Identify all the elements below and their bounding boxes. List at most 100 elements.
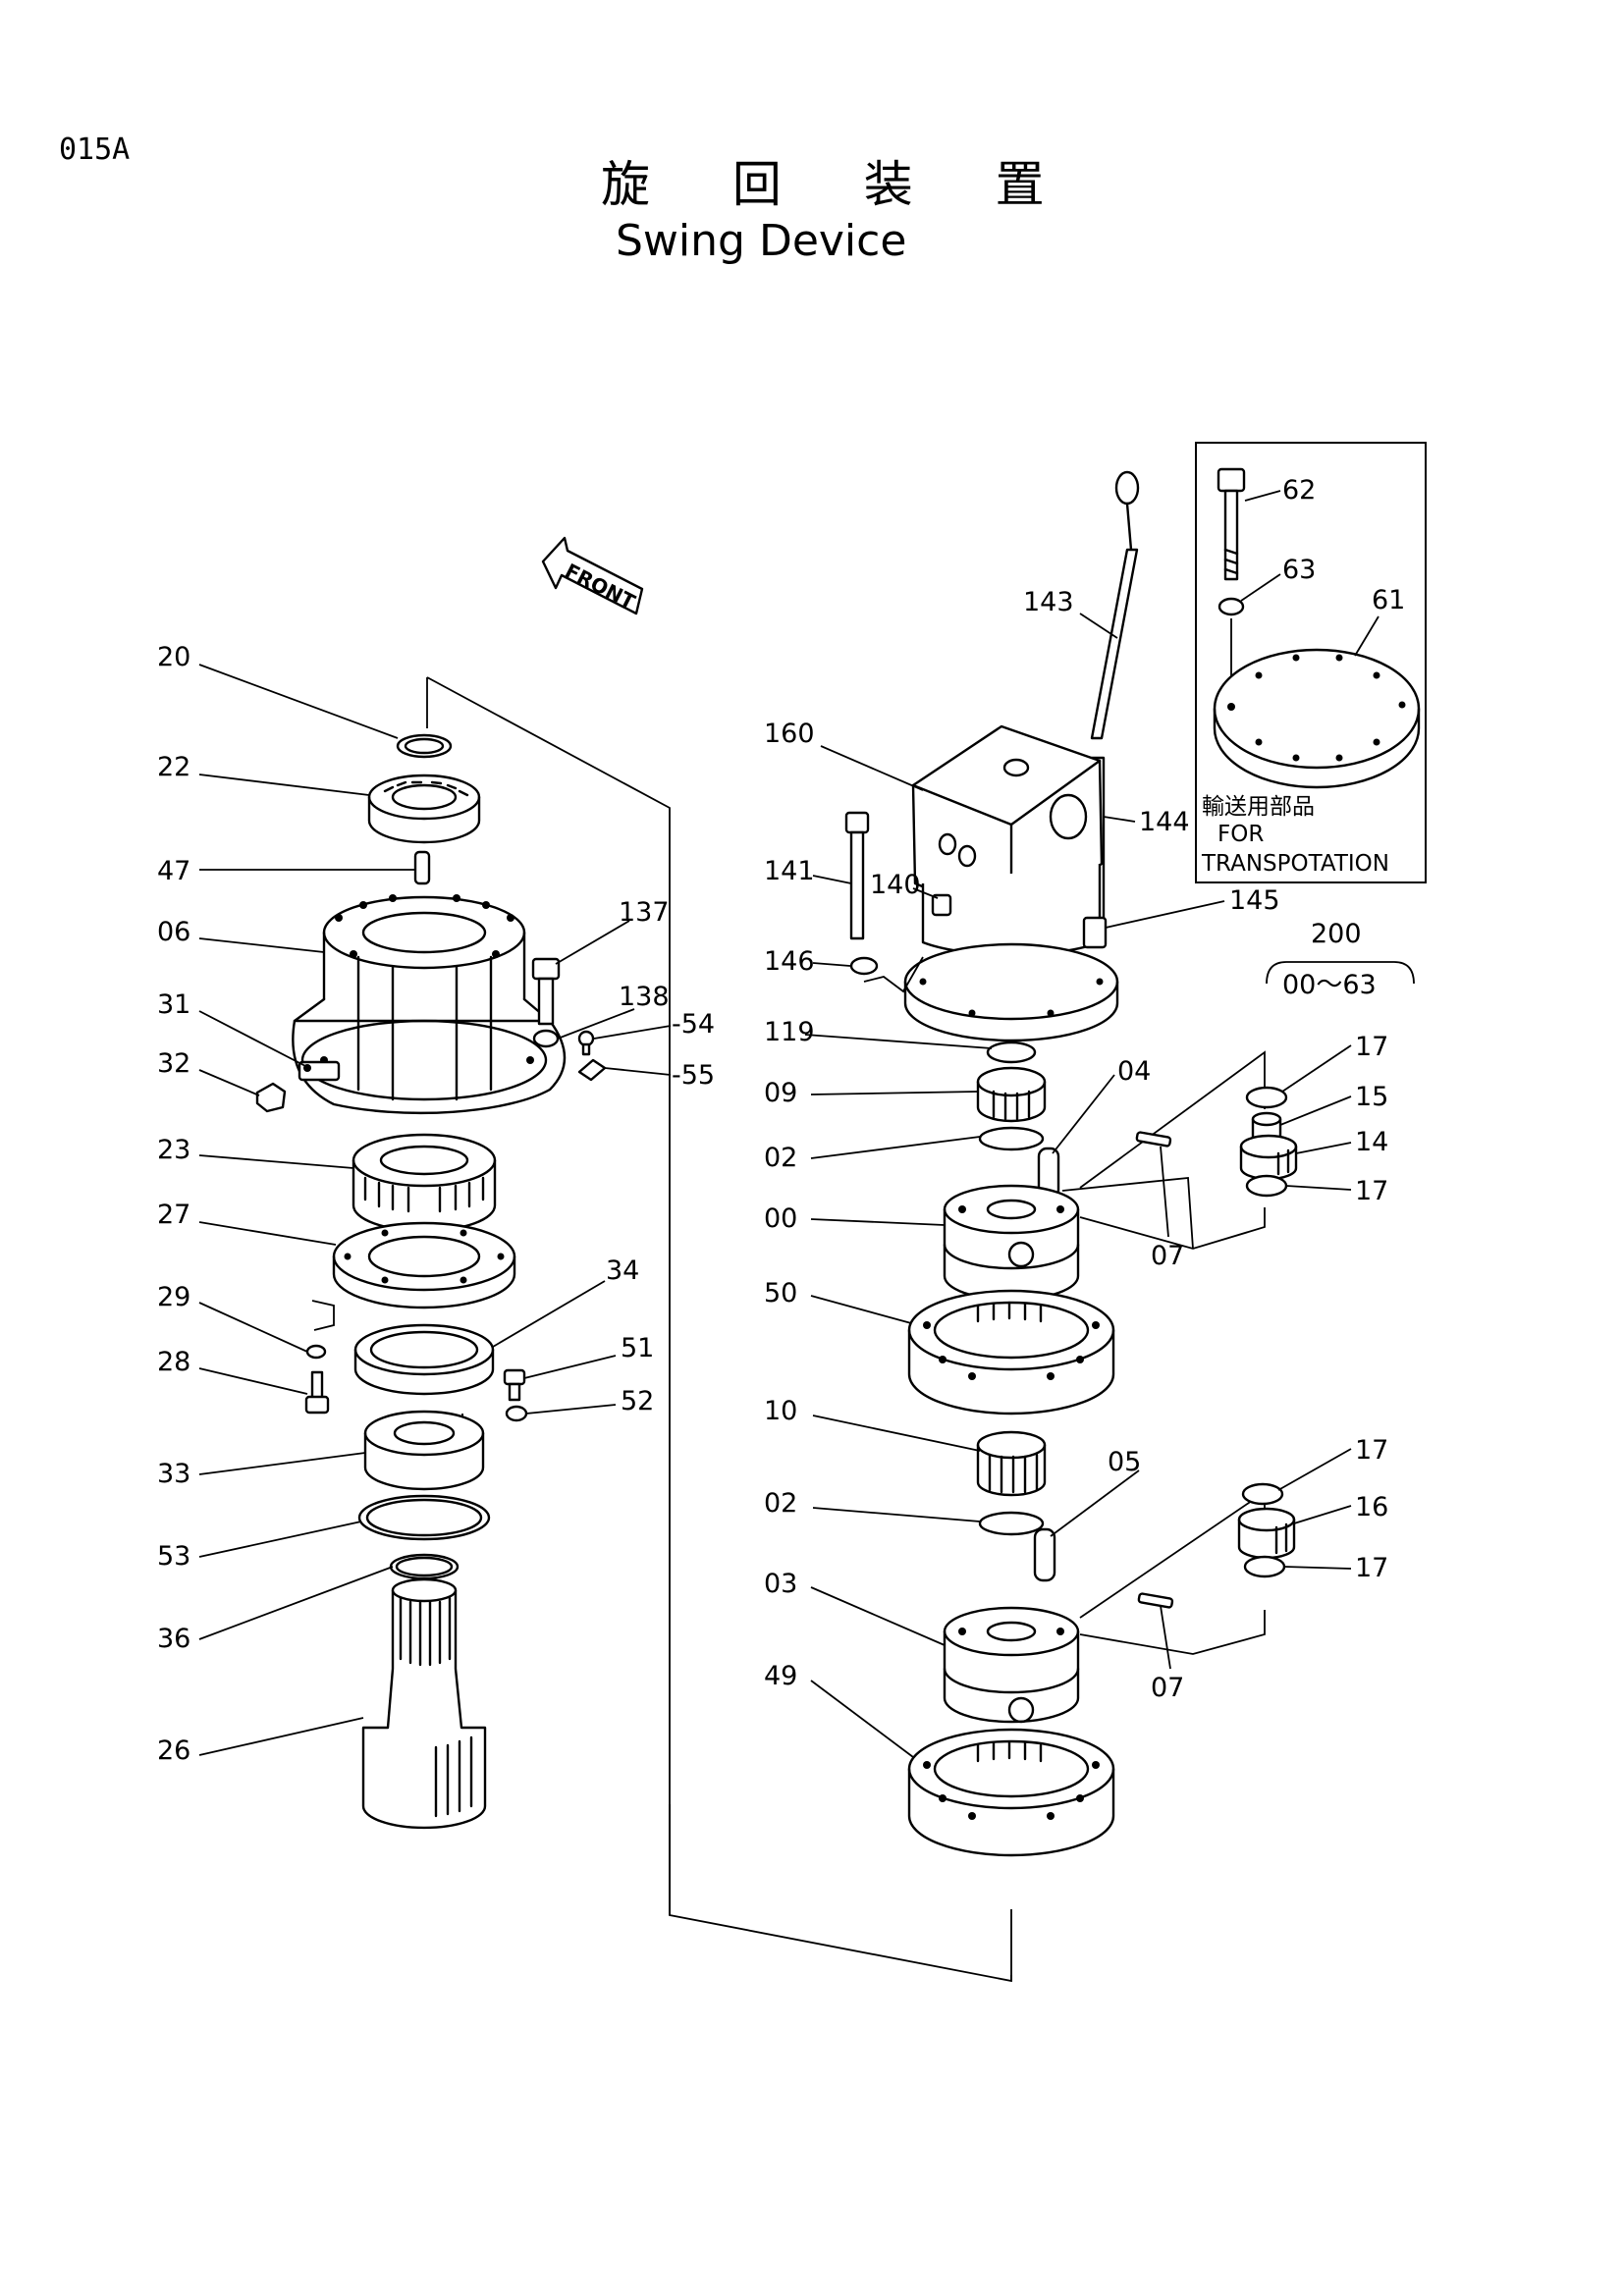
- thrust-plate-02-upper: [978, 1126, 1045, 1151]
- bearing-22: [367, 774, 481, 844]
- page-code: 015A: [59, 133, 130, 167]
- part-label: 36: [157, 1624, 190, 1654]
- inset-note-transportation: TRANSPOTATION: [1201, 851, 1389, 877]
- ring-36: [389, 1553, 460, 1580]
- bolt-28: [304, 1370, 330, 1415]
- part-label: 05: [1108, 1447, 1141, 1477]
- bolt-137: [531, 957, 561, 1026]
- plate-61: [1213, 648, 1421, 789]
- part-label: 51: [621, 1333, 654, 1363]
- part-label: 160: [764, 719, 815, 749]
- motor-160: [903, 724, 1119, 1042]
- part-label: 17: [1355, 1435, 1388, 1466]
- washer-17-upper-bottom: [1245, 1174, 1288, 1198]
- planet-gear-14: [1239, 1134, 1298, 1181]
- flange-27: [332, 1221, 516, 1309]
- washer-52: [505, 1405, 528, 1422]
- part-label: 07: [1151, 1241, 1184, 1271]
- part-label: 119: [764, 1017, 815, 1047]
- part-label: 02: [764, 1488, 797, 1519]
- pin-07-lower: [1137, 1592, 1174, 1609]
- part-label: 27: [157, 1200, 190, 1230]
- part-label: 143: [1023, 587, 1074, 617]
- part-label: 17: [1355, 1176, 1388, 1206]
- bolt-51: [503, 1368, 526, 1402]
- part-label: 145: [1229, 885, 1280, 916]
- part-label: 00: [764, 1203, 797, 1234]
- dipstick-143: [1090, 470, 1140, 740]
- oil-seal-34: [353, 1323, 495, 1396]
- ring-53: [357, 1494, 491, 1541]
- sun-gear-10: [976, 1430, 1047, 1497]
- pin-05: [1033, 1527, 1056, 1582]
- part-label: 146: [764, 946, 815, 977]
- part-label: 140: [870, 870, 921, 900]
- part-label: 14: [1355, 1127, 1388, 1157]
- part-label: 144: [1139, 807, 1190, 837]
- part-label: 28: [157, 1347, 190, 1377]
- plug-140: [931, 893, 952, 917]
- part-label: 32: [157, 1048, 190, 1079]
- part-label: 26: [157, 1735, 190, 1766]
- part-label: 53: [157, 1541, 190, 1572]
- assembly-number: 200: [1311, 919, 1362, 949]
- part-label: 10: [764, 1396, 797, 1426]
- washer-63: [1217, 597, 1245, 616]
- front-arrow-icon: FRONT: [541, 536, 644, 615]
- carrier-03: [943, 1606, 1080, 1724]
- part-label: 50: [764, 1278, 797, 1308]
- part-label: -54: [672, 1009, 715, 1040]
- transport-parts-inset: 輸送用部品 FOR TRANSPOTATION 62 63 61: [1195, 442, 1427, 883]
- washer-29: [305, 1344, 327, 1360]
- washer-146: [849, 956, 879, 976]
- fitting-145: [1082, 916, 1108, 949]
- part-label: 22: [157, 752, 190, 782]
- part-label: 20: [157, 642, 190, 672]
- bolt-141: [844, 811, 870, 940]
- ring-gear-50: [907, 1289, 1115, 1415]
- part-label: 141: [764, 856, 815, 886]
- assembly-range: 00～63: [1282, 970, 1377, 1000]
- part-label: 16: [1355, 1492, 1388, 1522]
- pin-07-upper: [1135, 1131, 1172, 1148]
- bearing-23: [352, 1133, 497, 1233]
- part-label: 47: [157, 856, 190, 886]
- part-label: 52: [621, 1386, 654, 1416]
- housing-06: [292, 894, 567, 1115]
- title-japanese: 旋 回 装 置: [601, 156, 1078, 213]
- fitting-31: [298, 1060, 341, 1082]
- part-label: 63: [1282, 555, 1316, 585]
- part-label: 29: [157, 1282, 190, 1312]
- part-label: 06: [157, 917, 190, 947]
- part-label: 15: [1355, 1082, 1388, 1112]
- part-label: 49: [764, 1661, 797, 1691]
- part-label: 17: [1355, 1032, 1388, 1062]
- part-label: 03: [764, 1569, 797, 1599]
- part-label: 31: [157, 989, 190, 1020]
- sun-gear-09: [976, 1066, 1047, 1123]
- part-label: 62: [1282, 475, 1316, 506]
- part-label: -55: [672, 1060, 715, 1091]
- part-label: 23: [157, 1135, 190, 1165]
- part-label: 07: [1151, 1673, 1184, 1703]
- part-label: 138: [619, 982, 670, 1012]
- ring-gear-49: [907, 1728, 1115, 1857]
- part-label: 61: [1372, 585, 1405, 615]
- part-label: 137: [619, 897, 670, 928]
- snap-ring-20: [396, 733, 453, 759]
- part-label: 34: [606, 1255, 639, 1286]
- washer-17-lower-bottom: [1243, 1555, 1286, 1578]
- part-label: 02: [764, 1143, 797, 1173]
- title-english: Swing Device: [616, 216, 906, 266]
- plate-55: [577, 1058, 607, 1082]
- inset-note-for: FOR: [1217, 822, 1264, 847]
- carrier-33: [363, 1410, 485, 1491]
- part-label: 17: [1355, 1553, 1388, 1583]
- thrust-plate-02-lower: [978, 1511, 1045, 1536]
- screw-54: [577, 1030, 595, 1056]
- part-label: 33: [157, 1459, 190, 1489]
- planet-gear-16: [1237, 1507, 1296, 1560]
- washer-17-upper-top: [1245, 1086, 1288, 1109]
- shaft-26: [361, 1577, 487, 1830]
